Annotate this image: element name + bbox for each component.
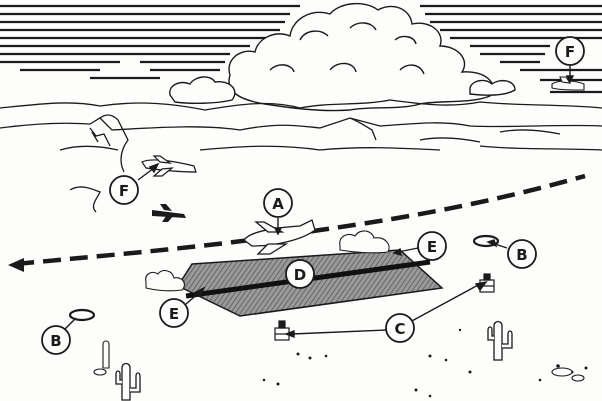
callout-f-top-label: F (565, 43, 575, 61)
desert-rocks (93, 367, 585, 382)
callout-d: D (285, 259, 315, 289)
airplane-icon (141, 155, 197, 177)
callout-c-label: C (394, 320, 405, 338)
sky-hatching (0, 4, 602, 94)
callout-a: A (263, 188, 293, 218)
desert-scrub (262, 328, 588, 398)
callout-f-left: F (109, 175, 139, 205)
callout-e-left: E (159, 298, 189, 328)
airplane-icon (243, 219, 316, 255)
callout-a-label: A (272, 195, 284, 213)
ring-marker-icon (472, 234, 500, 248)
callout-e-right: E (417, 231, 447, 261)
callout-b-left: B (41, 325, 71, 355)
direction-arrow-icon (8, 258, 24, 272)
callout-f-left-label: F (119, 182, 129, 200)
mountain-ridges (0, 99, 602, 213)
smoke-puffs (145, 230, 390, 292)
cactus-icon (487, 320, 513, 361)
callout-e-left-label: E (169, 305, 179, 323)
traffic-pattern-path (8, 173, 586, 272)
cactus-icon (102, 340, 110, 369)
airplane-icon (152, 204, 186, 222)
callout-b-left-label: B (50, 332, 61, 350)
airplane-icon (551, 76, 585, 91)
callout-e-right-label: E (427, 238, 437, 256)
callout-b-right-label: B (516, 246, 527, 264)
cumulus-clouds (169, 3, 516, 112)
callout-f-top: F (555, 36, 585, 66)
cactus-icon (115, 362, 141, 401)
ring-marker-icon (68, 308, 96, 322)
smoke-pot-icon (274, 320, 290, 341)
callout-b-right: B (507, 239, 537, 269)
callout-c: C (385, 313, 415, 343)
callout-d-label: D (294, 266, 306, 284)
